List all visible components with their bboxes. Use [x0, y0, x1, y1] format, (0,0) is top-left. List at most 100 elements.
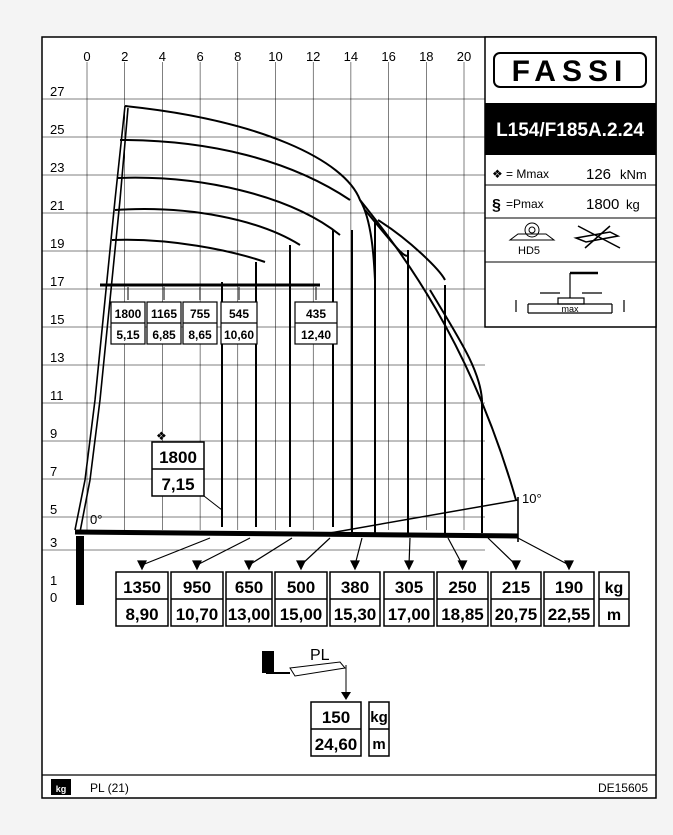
bottom-load-m: 15,00	[280, 605, 323, 624]
y-tick-label: 3	[50, 535, 57, 550]
y-tick-label: 17	[50, 274, 64, 289]
bottom-load-m: 18,85	[441, 605, 484, 624]
load-arrowhead	[350, 560, 360, 571]
upper-load-m: 10,60	[224, 328, 254, 342]
reach-curves	[111, 105, 517, 501]
mmax-value: 126	[586, 166, 611, 183]
crane-boom	[74, 105, 519, 605]
pmax-unit: kg	[626, 197, 640, 212]
y-tick-label: 5	[50, 502, 57, 517]
load-arrowhead	[137, 560, 147, 571]
bottom-load-kg: 650	[235, 578, 263, 597]
pmax-value: 1800	[586, 196, 619, 213]
upper-load-kg: 435	[306, 307, 326, 321]
x-tick-label: 8	[234, 49, 241, 64]
bottom-load-m: 13,00	[228, 605, 271, 624]
model-title: L154/F185A.2.24	[496, 120, 644, 141]
load-arrows	[137, 537, 574, 571]
load-arrowhead	[296, 560, 306, 571]
pl-unit-m: m	[372, 736, 385, 753]
max-load-m: 7,15	[161, 475, 194, 494]
y-tick-label: 1	[50, 573, 57, 588]
load-arrowhead	[404, 560, 414, 571]
bottom-load-m: 22,55	[548, 605, 591, 624]
y-tick-label: 27	[50, 84, 64, 99]
load-arrow	[196, 537, 251, 566]
bottom-load-kg: 380	[341, 578, 369, 597]
load-arrowhead	[192, 560, 202, 571]
reach-curve-3	[114, 208, 301, 246]
load-arrowhead	[244, 560, 254, 571]
y-tick-label: 15	[50, 312, 64, 327]
angle-label-0: 0°	[90, 512, 102, 527]
bottom-load-m: 20,75	[495, 605, 538, 624]
reach-curve-2	[117, 176, 341, 236]
pl-m: 24,60	[315, 735, 358, 754]
y-tick-label: 23	[50, 160, 64, 175]
y-tick-label: 7	[50, 464, 57, 479]
load-arrow	[141, 537, 211, 566]
upper-load-kg: 755	[190, 307, 210, 321]
svg-text:kg: kg	[56, 784, 67, 794]
load-arrow	[248, 537, 293, 566]
x-tick-label: 2	[121, 49, 128, 64]
x-tick-label: 10	[268, 49, 282, 64]
mmax-icon: ❖	[492, 167, 503, 181]
upper-load-m: 12,40	[301, 328, 331, 342]
bottom-load-m: 10,70	[176, 605, 219, 624]
angle-label-10: 10°	[522, 491, 542, 506]
upper-load-kg: 1165	[151, 307, 177, 321]
no-jib-icon	[573, 225, 621, 249]
bottom-load-table: 13508,9095010,7065013,0050015,0038015,30…	[115, 571, 595, 627]
upper-load-kg: 545	[229, 307, 249, 321]
inner-curve-d	[429, 289, 483, 401]
mmax-unit: kNm	[620, 167, 647, 182]
bottom-load-m: 17,00	[388, 605, 431, 624]
x-tick-label: 4	[159, 49, 166, 64]
moment-symbol-icon: ❖	[156, 429, 167, 443]
x-tick-label: 14	[344, 49, 358, 64]
outrigger-icon	[515, 271, 625, 314]
x-tick-label: 0	[83, 49, 90, 64]
load-arrowhead	[564, 560, 574, 571]
bottom-load-m: 8,90	[125, 605, 158, 624]
svg-text:HD5: HD5	[518, 245, 540, 257]
chart-grid	[42, 62, 485, 551]
brand-logo-frame	[493, 52, 647, 88]
max-label: max	[561, 304, 579, 314]
pl-label: PL	[310, 647, 330, 664]
bottom-load-kg: 190	[555, 578, 583, 597]
pl-kg: 150	[322, 708, 350, 727]
load-arrowhead	[511, 560, 521, 571]
hd5-winch-icon: HD5	[508, 222, 556, 257]
model-banner	[485, 103, 656, 155]
bottom-load-kg: 215	[502, 578, 530, 597]
footer-doc-code: DE15605	[598, 781, 648, 795]
reach-curve-1	[119, 139, 351, 201]
upper-load-table: 1800 5,15 1165 6,85 755 8,65 545 10,60 435 12,40	[110, 287, 338, 345]
y-tick-label: 9	[50, 426, 57, 441]
load-arrowhead	[457, 560, 468, 571]
upper-load-m: 5,15	[116, 328, 140, 342]
x-tick-label: 12	[306, 49, 320, 64]
unit-m: m	[607, 607, 621, 624]
upper-load-m: 6,85	[152, 328, 176, 342]
pmax-label: =Pmax	[506, 197, 544, 211]
upper-load-kg: 1800	[115, 307, 142, 321]
inner-curve-c	[377, 219, 446, 281]
pl-truck-icon	[262, 651, 351, 700]
x-tick-label: 6	[196, 49, 203, 64]
x-tick-label: 18	[419, 49, 433, 64]
bottom-load-kg: 250	[448, 578, 476, 597]
reach-curve-4	[111, 238, 266, 263]
y-tick-label: 11	[50, 388, 64, 403]
hook-icon: §	[492, 197, 501, 214]
inner-curve-b	[364, 209, 409, 257]
bottom-load-kg: 305	[395, 578, 423, 597]
bottom-load-kg: 950	[183, 578, 211, 597]
unit-kg: kg	[605, 580, 624, 597]
y-tick-label: 0	[50, 590, 57, 605]
upper-load-m: 8,65	[188, 328, 212, 342]
